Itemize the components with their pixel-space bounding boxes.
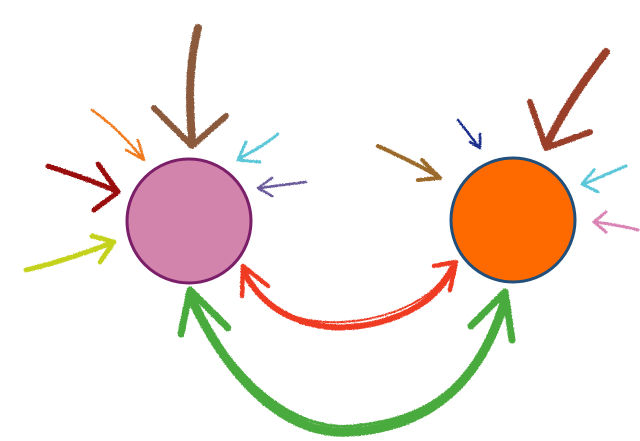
arrow-right-top: [527, 48, 610, 151]
green-connector-arrow: [177, 286, 516, 437]
connections: [177, 259, 516, 437]
arrow-left-upper-right: [236, 132, 280, 164]
right-incoming-arrows: [376, 48, 640, 234]
left-circle: [125, 157, 253, 285]
arrow-left-top: [151, 24, 229, 149]
red-connector-arrow: [239, 259, 459, 331]
arrow-left-middle-left: [45, 161, 121, 213]
arrow-left-lower-left: [23, 233, 117, 273]
arrow-left-upper-left: [90, 108, 146, 162]
right-circle: [449, 156, 577, 284]
arrow-right-lower-right: [592, 210, 640, 234]
arrow-right-middle-right: [580, 164, 628, 194]
nodes: [125, 156, 577, 285]
arrow-right-top-small: [456, 118, 482, 150]
arrow-left-middle-right: [256, 176, 308, 198]
arrow-right-upper-left: [376, 144, 442, 182]
left-incoming-arrows: [23, 24, 308, 273]
